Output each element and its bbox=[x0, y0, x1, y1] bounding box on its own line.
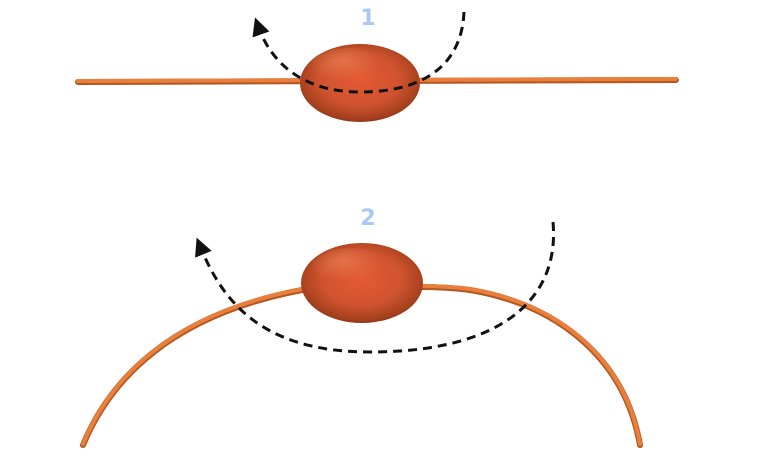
cell-highlight-2 bbox=[310, 248, 394, 292]
step-2-group: 2 bbox=[80, 206, 643, 448]
step-1-group: 1 bbox=[75, 6, 679, 122]
step-1-label: 1 bbox=[360, 6, 375, 31]
cell-highlight-1 bbox=[308, 48, 392, 92]
rotation-arrow-1 bbox=[252, 11, 466, 94]
step-2-label: 2 bbox=[360, 206, 375, 231]
rotation-arrow-2 bbox=[195, 221, 556, 354]
